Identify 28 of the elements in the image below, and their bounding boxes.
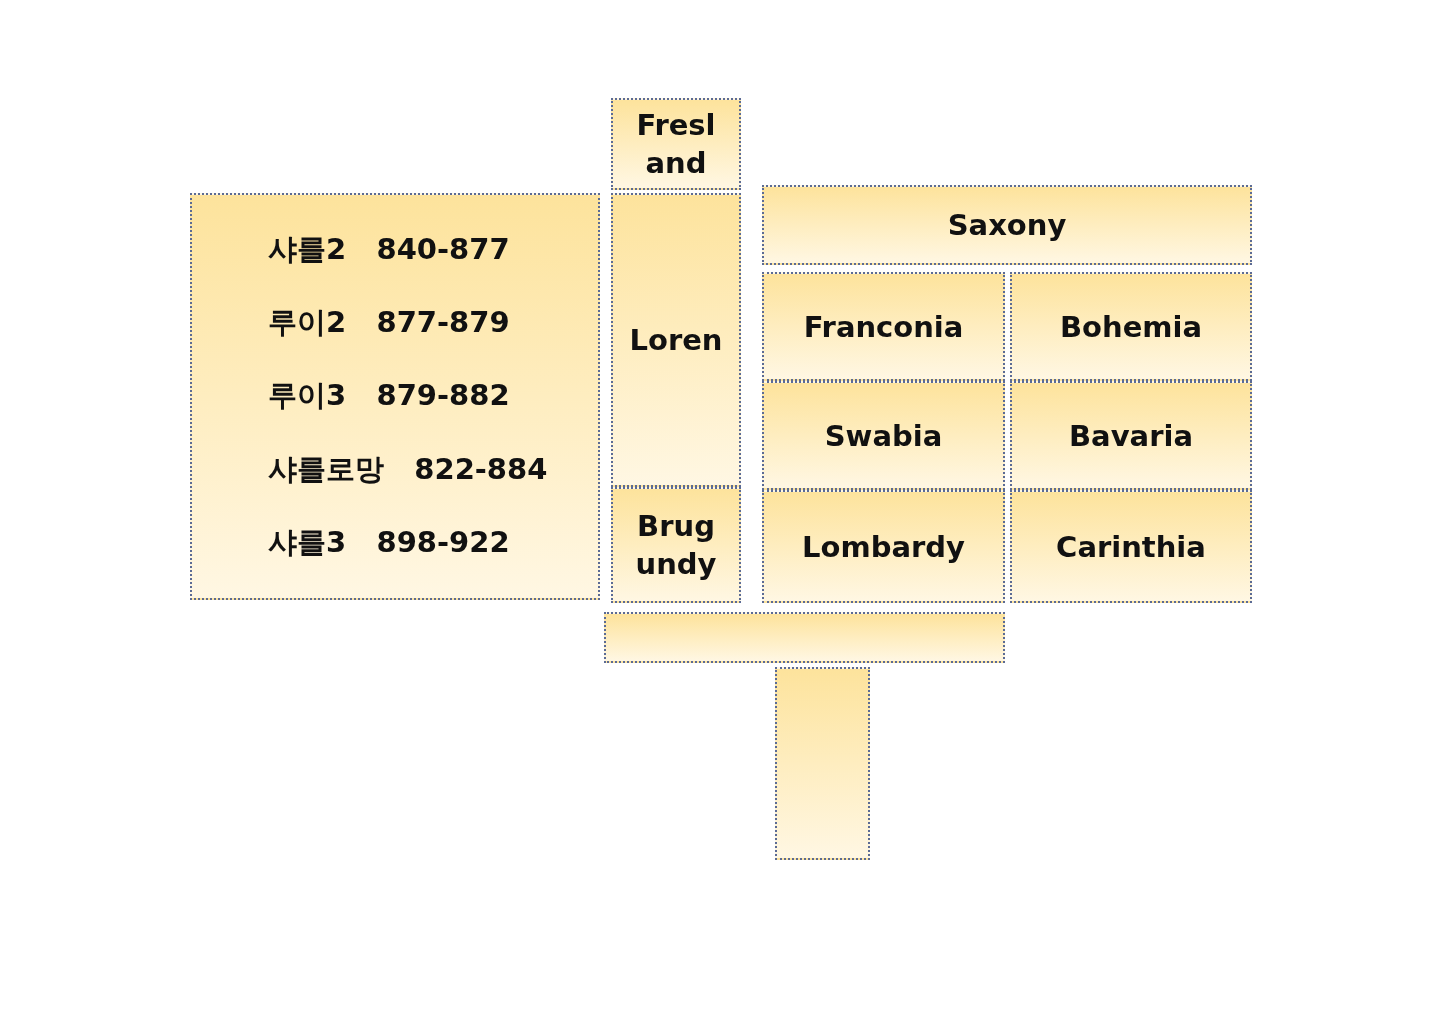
region-label: Lombardy [802,528,965,566]
reign-entry: 루이2 877-879 [268,304,510,342]
region-box [762,185,1252,265]
reign-entry: 샤를3 898-922 [268,524,510,562]
region-label: Carinthia [1056,528,1206,566]
region-box [762,272,1005,381]
region-label: Bavaria [1069,417,1193,455]
region-box [762,490,1005,603]
reign-entry: 샤를2 840-877 [268,230,510,268]
region-label: Bohemia [1059,308,1203,346]
reign-entry: 샤를로망 822-884 [268,450,548,488]
region-box [611,193,741,487]
region-label: Swabia [824,417,943,455]
region-box [1010,381,1252,490]
reign-entry: 루이3 879-882 [268,377,510,415]
list-box [190,193,600,600]
region-label: Brug undy [634,508,718,583]
empty-box [604,612,1005,663]
region-box [611,487,741,603]
region-label: Fresl and [635,107,717,182]
region-label: Saxony [947,207,1067,244]
region-box [611,98,741,190]
region-box [1010,490,1252,603]
region-box [1010,272,1252,381]
region-label: Franconia [803,308,964,346]
empty-box [775,667,870,860]
region-label: Loren [629,322,723,359]
region-box [762,381,1005,490]
